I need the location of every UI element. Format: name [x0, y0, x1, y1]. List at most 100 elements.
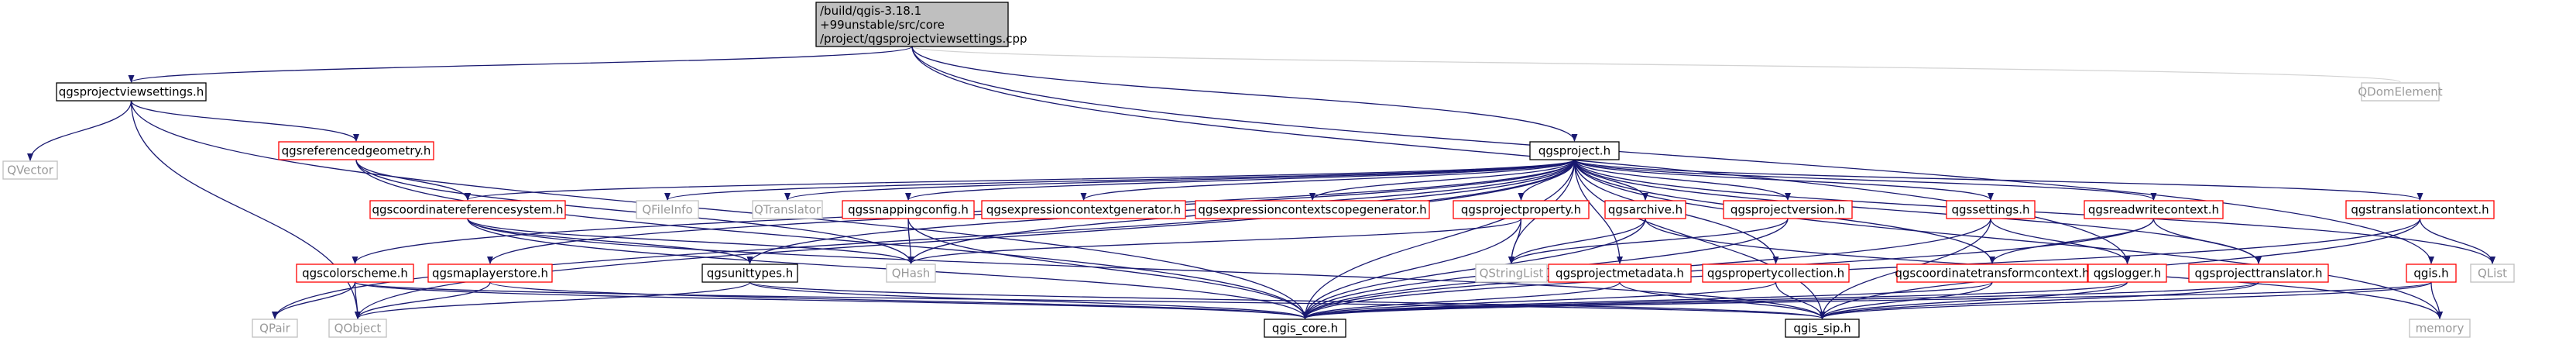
node-box — [1475, 264, 1548, 283]
edge-qgis_h-to-qgis_core_h — [1302, 281, 2432, 319]
edge-qgscolorscheme_h-to-qgis_core_h — [354, 281, 1309, 319]
node-label: qgslogger.h — [2094, 267, 2162, 281]
edge-qgsreferencedgeometry_h-to-qhash — [355, 159, 914, 264]
node-qgsreadwritecontext-h[interactable]: qgsreadwritecontext.h — [2084, 200, 2224, 219]
edge-qgsunittypes_h-to-qgis_core_h — [749, 281, 1309, 319]
node-qdomelement[interactable]: QDomElement — [2358, 82, 2443, 102]
node-qfileinfo[interactable]: QFileInfo — [636, 200, 699, 219]
node-label: qgsproject.h — [1538, 144, 1610, 158]
node-box — [1702, 264, 1850, 283]
node-label: QStringList — [1480, 267, 1544, 281]
node-label: qgstranslationcontext.h — [2351, 203, 2489, 217]
node-qgscolorscheme-h[interactable]: qgscolorscheme.h — [296, 264, 414, 283]
node-qgsprojecttranslator-h[interactable]: qgsprojecttranslator.h — [2188, 264, 2329, 283]
node-label: qgscoordinatereferencesystem.h — [372, 203, 564, 217]
node-box — [2084, 200, 2224, 219]
node-qgssnappingconfig-h[interactable]: qgssnappingconfig.h — [842, 200, 975, 219]
edge-qgscoordinatereferencesystem_h-to-qgsunittypes_h — [467, 218, 753, 264]
node-qgsmaplayerstore-h[interactable]: qgsmaplayerstore.h — [427, 264, 553, 283]
node-label-line: +99unstable/src/core — [820, 18, 945, 32]
edge-qgsprojectproperty_h-to-qhash — [907, 218, 1522, 264]
node-qlist[interactable]: QList — [2470, 264, 2515, 283]
node-box — [1264, 319, 1346, 338]
edge-root-to-qgslogger_h — [911, 46, 2131, 264]
node-box — [1529, 141, 1620, 160]
edge-qgsproject_h-to-qgsprojectversion_h — [1573, 159, 1791, 201]
node-box — [815, 2, 1009, 47]
node-box — [2345, 200, 2495, 219]
node-box — [427, 264, 553, 283]
node-qgsprojectproperty-h[interactable]: qgsprojectproperty.h — [1453, 200, 1590, 219]
node-qgsproject-h[interactable]: qgsproject.h — [1529, 141, 1620, 160]
node-label-line: /build/qgis-3.18.1 — [820, 4, 921, 18]
node-qgslogger-h[interactable]: qgslogger.h — [2087, 264, 2167, 283]
edge-root-to-qdomelement — [911, 46, 2401, 83]
node-memory[interactable]: memory — [2409, 319, 2471, 338]
node-label: memory — [2416, 322, 2465, 336]
node-label: qgsprojectversion.h — [1730, 203, 1845, 217]
node-qvector[interactable]: QVector — [2, 160, 58, 180]
edges-layer — [27, 46, 2495, 319]
edge-qgsproject_h-to-qfileinfo — [664, 159, 1576, 201]
node-root[interactable]: /build/qgis-3.18.1+99unstable/src/core/p… — [815, 2, 1027, 47]
node-label: qgsreadwritecontext.h — [2088, 203, 2219, 217]
node-box — [2, 160, 58, 180]
node-label: QPair — [259, 322, 291, 336]
node-qobject[interactable]: QObject — [328, 319, 387, 338]
node-label: qgsprojectproperty.h — [1461, 203, 1581, 217]
node-qgsunittypes-h[interactable]: qgsunittypes.h — [701, 264, 798, 283]
edge-root-to-qgis_h — [911, 46, 2434, 264]
node-qgsprojectviewsettings-h[interactable]: qgsprojectviewsettings.h — [56, 82, 207, 102]
node-qgspropertycollection-h[interactable]: qgspropertycollection.h — [1702, 264, 1850, 283]
node-qgsexpressioncontextscopegenerator-h[interactable]: qgsexpressioncontextscopegenerator.h — [1195, 200, 1430, 219]
node-label: qgscoordinatetransformcontext.h — [1895, 267, 2089, 281]
node-qgsarchive-h[interactable]: qgsarchive.h — [1604, 200, 1686, 219]
node-qgis-h[interactable]: qgis.h — [2406, 264, 2457, 283]
node-qtranslator[interactable]: QTranslator — [752, 200, 823, 219]
node-box — [2470, 264, 2515, 283]
node-qgsexpressioncontextgenerator-h[interactable]: qgsexpressioncontextgenerator.h — [981, 200, 1186, 219]
node-label: qgsarchive.h — [1608, 203, 1682, 217]
node-label: qgsprojectmetadata.h — [1556, 267, 1684, 281]
nodes-layer: /build/qgis-3.18.1+99unstable/src/core/p… — [2, 2, 2515, 338]
node-box — [2406, 264, 2457, 283]
node-label: qgsexpressioncontextgenerator.h — [986, 203, 1181, 217]
node-qgis-core-h[interactable]: qgis_core.h — [1264, 319, 1346, 338]
node-box — [1785, 319, 1860, 338]
node-box — [369, 200, 566, 219]
node-box — [842, 200, 975, 219]
node-qgsprojectmetadata-h[interactable]: qgsprojectmetadata.h — [1548, 264, 1692, 283]
edge-qgslogger_h-to-qgis_sip_h — [1819, 281, 2128, 319]
node-qgsprojectversion-h[interactable]: qgsprojectversion.h — [1723, 200, 1853, 219]
edge-qgsreferencedgeometry_h-to-qgis_core_h — [355, 159, 1309, 319]
edge-qgis_h-to-qgis_sip_h — [1819, 281, 2432, 319]
edge-qgsproject_h-to-qgsexpressioncontextgenerator_h — [1080, 159, 1576, 201]
node-qstringlist[interactable]: QStringList — [1475, 264, 1548, 283]
edge-qgscoordinatereferencesystem_h-to-qgis_sip_h — [467, 218, 1826, 319]
edge-qgsreferencedgeometry_h-to-qgscoordinatereferencesystem_h — [355, 159, 471, 201]
edge-qgsproject_h-to-qgis_core_h — [1302, 159, 1576, 319]
edge-qgsprojectmetadata_h-to-qgis_core_h — [1302, 281, 1621, 319]
edge-qgsprojectviewsettings_h-to-qvector — [27, 100, 132, 161]
node-qpair[interactable]: QPair — [252, 319, 298, 338]
edge-qgsarchive_h-to-qgis_core_h — [1302, 218, 1646, 319]
node-qgssettings-h[interactable]: qgssettings.h — [1946, 200, 2036, 219]
edge-qgsprojecttranslator_h-to-qgis_core_h — [1302, 281, 2259, 319]
node-qgis-sip-h[interactable]: qgis_sip.h — [1785, 319, 1860, 338]
edge-qgscolorscheme_h-to-qgis_sip_h — [354, 281, 1825, 319]
node-box — [328, 319, 387, 338]
node-qgstranslationcontext-h[interactable]: qgstranslationcontext.h — [2345, 200, 2495, 219]
node-qhash[interactable]: QHash — [886, 264, 936, 283]
node-box — [1723, 200, 1853, 219]
node-label: qgsunittypes.h — [707, 267, 794, 281]
node-qgscoordinatetransformcontext-h[interactable]: qgscoordinatetransformcontext.h — [1895, 264, 2090, 283]
node-box — [1896, 264, 2088, 283]
node-label: qgis.h — [2413, 267, 2448, 281]
node-qgsreferencedgeometry-h[interactable]: qgsreferencedgeometry.h — [278, 141, 434, 160]
node-box — [278, 141, 434, 160]
node-box — [2188, 264, 2329, 283]
node-qgscoordinatereferencesystem-h[interactable]: qgscoordinatereferencesystem.h — [369, 200, 566, 219]
edge-qgsreadwritecontext_h-to-qgsprojecttranslator_h — [2152, 218, 2262, 264]
node-label: qgis_core.h — [1272, 322, 1338, 336]
